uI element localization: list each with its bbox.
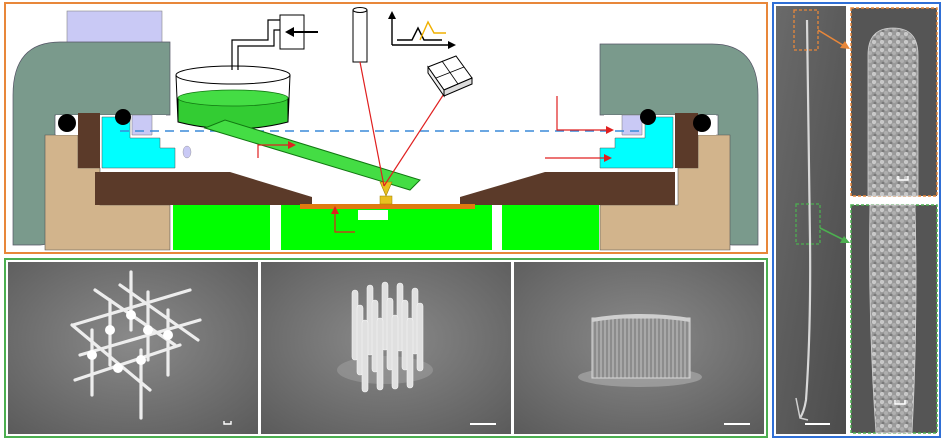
o-ring-2 [115, 109, 131, 125]
schematic-panel [4, 2, 768, 254]
right-holder [460, 172, 675, 205]
printed-structure [379, 195, 393, 205]
left-holder [95, 172, 312, 205]
laser-beam-icon [352, 7, 385, 187]
mid-zoom-panel [850, 204, 938, 434]
sem-image-block [514, 262, 764, 434]
gap-right [492, 210, 502, 250]
center-window [358, 210, 388, 220]
scale-bar-5 [897, 176, 909, 181]
right-holder-post [675, 113, 698, 168]
sem-image-pillar-array [261, 262, 511, 434]
arrow-left-icon [285, 27, 318, 37]
flow-arrow-right-top [556, 96, 614, 134]
reservoir-left-wall [175, 74, 179, 123]
glass-block-right [502, 205, 599, 250]
wire-image [776, 6, 846, 434]
o-ring-4 [693, 114, 711, 132]
left-chamber [101, 116, 176, 169]
o-ring-1 [58, 114, 76, 132]
wire-panel [772, 2, 941, 438]
cantilever [203, 119, 421, 191]
reservoir-fluid-top [177, 89, 289, 107]
tip-zoom-box [793, 9, 819, 51]
substrate [300, 204, 475, 209]
left-holder-post [78, 113, 100, 168]
mid-zoom-arrow [819, 227, 850, 243]
reservoir-right-wall [287, 74, 291, 123]
quad-photodiode-icon [427, 55, 473, 98]
flow-arrow-right-bottom [545, 154, 612, 162]
scale-bar-1 [223, 421, 232, 425]
left-seal [131, 114, 153, 136]
tip-zoom-arrow [817, 29, 850, 49]
flow-arrow-bottom [331, 206, 355, 233]
o-ring-3 [640, 109, 656, 125]
bubble-left [182, 145, 192, 159]
reflected-beam [383, 82, 452, 187]
pulse-signal-icon [388, 11, 456, 49]
scale-bar-6 [894, 400, 906, 405]
wire-base [795, 397, 809, 421]
nanowire [799, 19, 812, 419]
gap-left [270, 210, 281, 250]
tip-zoom-panel [850, 7, 938, 197]
reservoir-top [175, 65, 291, 85]
flow-arrow-left [257, 141, 296, 158]
sem-row-panel [4, 258, 768, 438]
sem-image-lattice [8, 262, 258, 434]
glass-block-left [173, 205, 270, 250]
tube [231, 19, 300, 70]
right-seal [621, 114, 643, 136]
mid-zoom-box [795, 203, 821, 245]
